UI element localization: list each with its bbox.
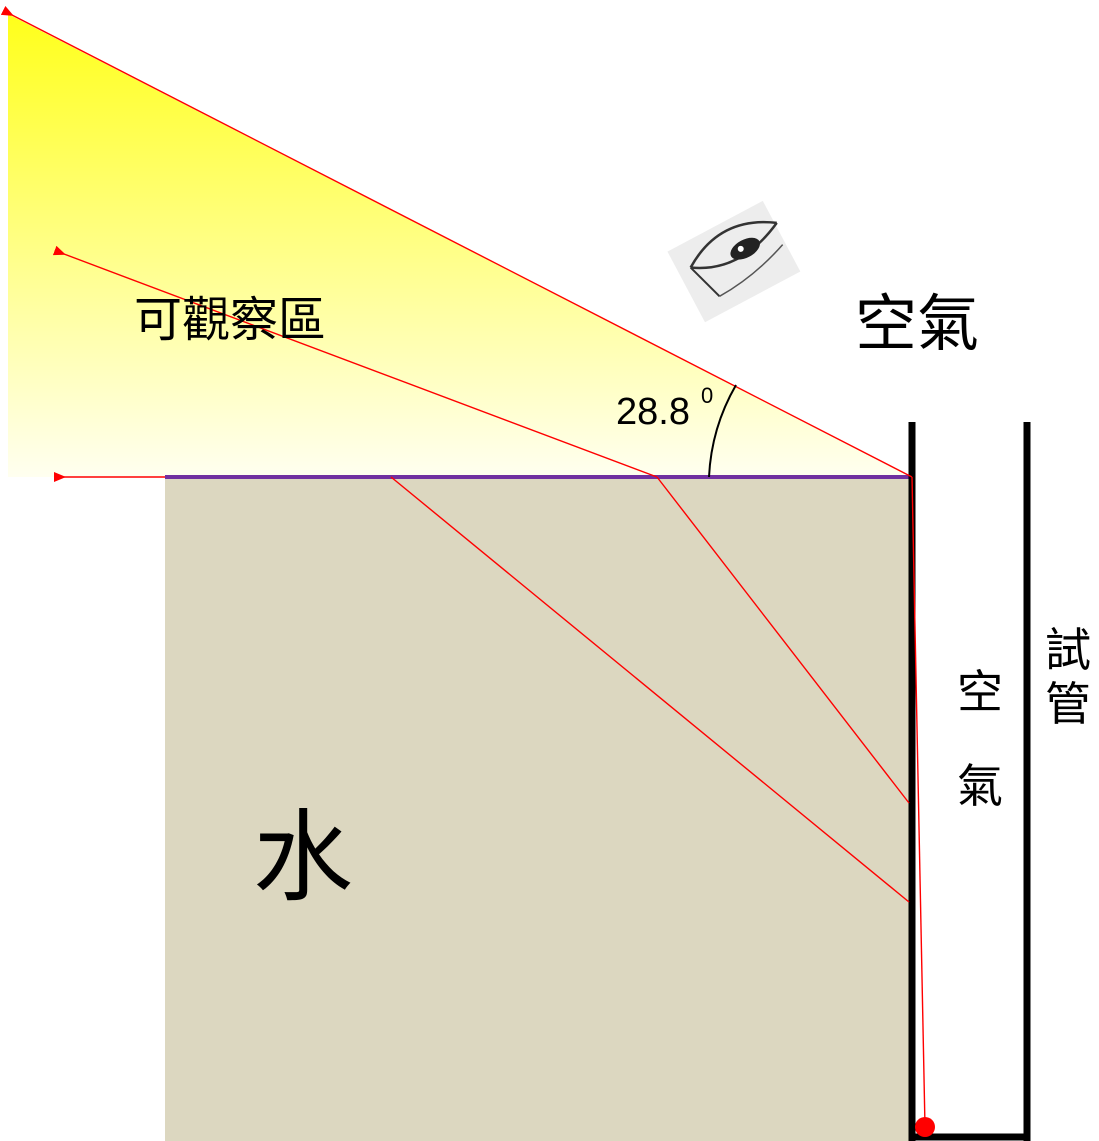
test-tube-char-1: 試 (1045, 623, 1091, 677)
test-tube-char-2: 管 (1045, 677, 1091, 731)
light-source-dot (915, 1117, 935, 1137)
water-region (165, 477, 910, 1141)
ray-tube (911, 476, 926, 1128)
ray-air-middle (52, 245, 658, 478)
angle-value-label: 28.8 (616, 391, 690, 433)
water-label: 水 (253, 799, 353, 916)
air-inside-char-1: 空 (957, 665, 1003, 719)
ray-water-1 (390, 476, 910, 903)
observable-region-label: 可觀察區 (134, 292, 326, 348)
air-inside-char-2: 氣 (957, 759, 1003, 813)
air-outside-label: 空氣 (855, 287, 979, 360)
ray-air-top (0, 5, 913, 478)
eye-icon (667, 200, 801, 323)
ray-water-2 (656, 476, 910, 804)
angle-degree-superscript: 0 (701, 383, 713, 408)
angle-arc (708, 384, 737, 478)
